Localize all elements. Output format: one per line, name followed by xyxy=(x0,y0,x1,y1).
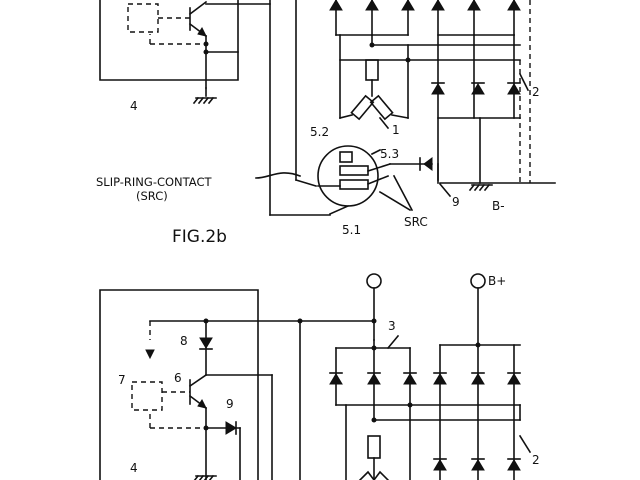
terminal-b-plus xyxy=(470,273,486,289)
ref-3: 3 xyxy=(388,319,396,333)
ref-5-1: 5.1 xyxy=(342,223,361,237)
ref-4-bottom: 4 xyxy=(130,461,138,475)
ground-label: B- xyxy=(492,199,505,213)
ref-4-top: 4 xyxy=(130,99,138,113)
slip-ring-contact xyxy=(317,145,379,207)
terminal-left xyxy=(366,273,382,289)
ref-6: 6 xyxy=(174,371,182,385)
ref-8: 8 xyxy=(180,334,188,348)
lower-circuit xyxy=(99,273,521,480)
ref-5-3: 5.3 xyxy=(380,147,399,161)
ref-7: 7 xyxy=(118,373,126,387)
src-caption-line2: (SRC) xyxy=(136,189,168,203)
upper-circuit xyxy=(99,0,556,216)
regulator-box-top xyxy=(99,0,239,81)
src-label: SRC xyxy=(404,215,428,229)
src-caption-line1: SLIP-RING-CONTACT xyxy=(96,175,212,189)
ref-5-2: 5.2 xyxy=(310,125,329,139)
ref-2-top: 2 xyxy=(532,85,540,99)
ref-1: 1 xyxy=(392,123,400,137)
ref-b-plus: B+ xyxy=(488,274,506,288)
regulator-box-bottom xyxy=(99,289,259,480)
figure-title: FIG.2b xyxy=(172,227,227,247)
ref-9-bottom: 9 xyxy=(226,397,234,411)
ref-2-bottom: 2 xyxy=(532,453,540,467)
ref-9-top: 9 xyxy=(452,195,460,209)
